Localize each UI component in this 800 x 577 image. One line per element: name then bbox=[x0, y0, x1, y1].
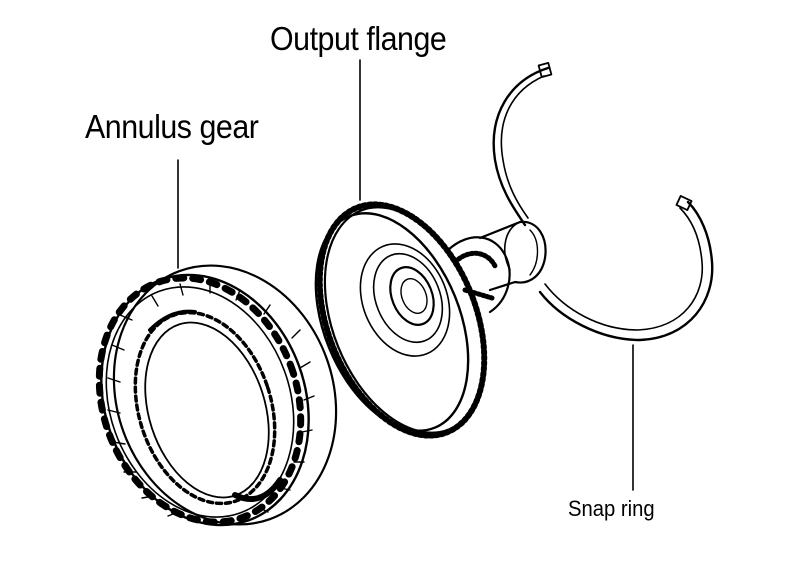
output-flange-label: Output flange bbox=[270, 20, 447, 57]
output-flange bbox=[314, 201, 547, 439]
annulus-gear bbox=[95, 264, 338, 527]
snap-ring-label: Snap ring bbox=[568, 496, 655, 521]
annulus-gear-label: Annulus gear bbox=[85, 108, 259, 145]
snap-ring bbox=[492, 62, 714, 342]
